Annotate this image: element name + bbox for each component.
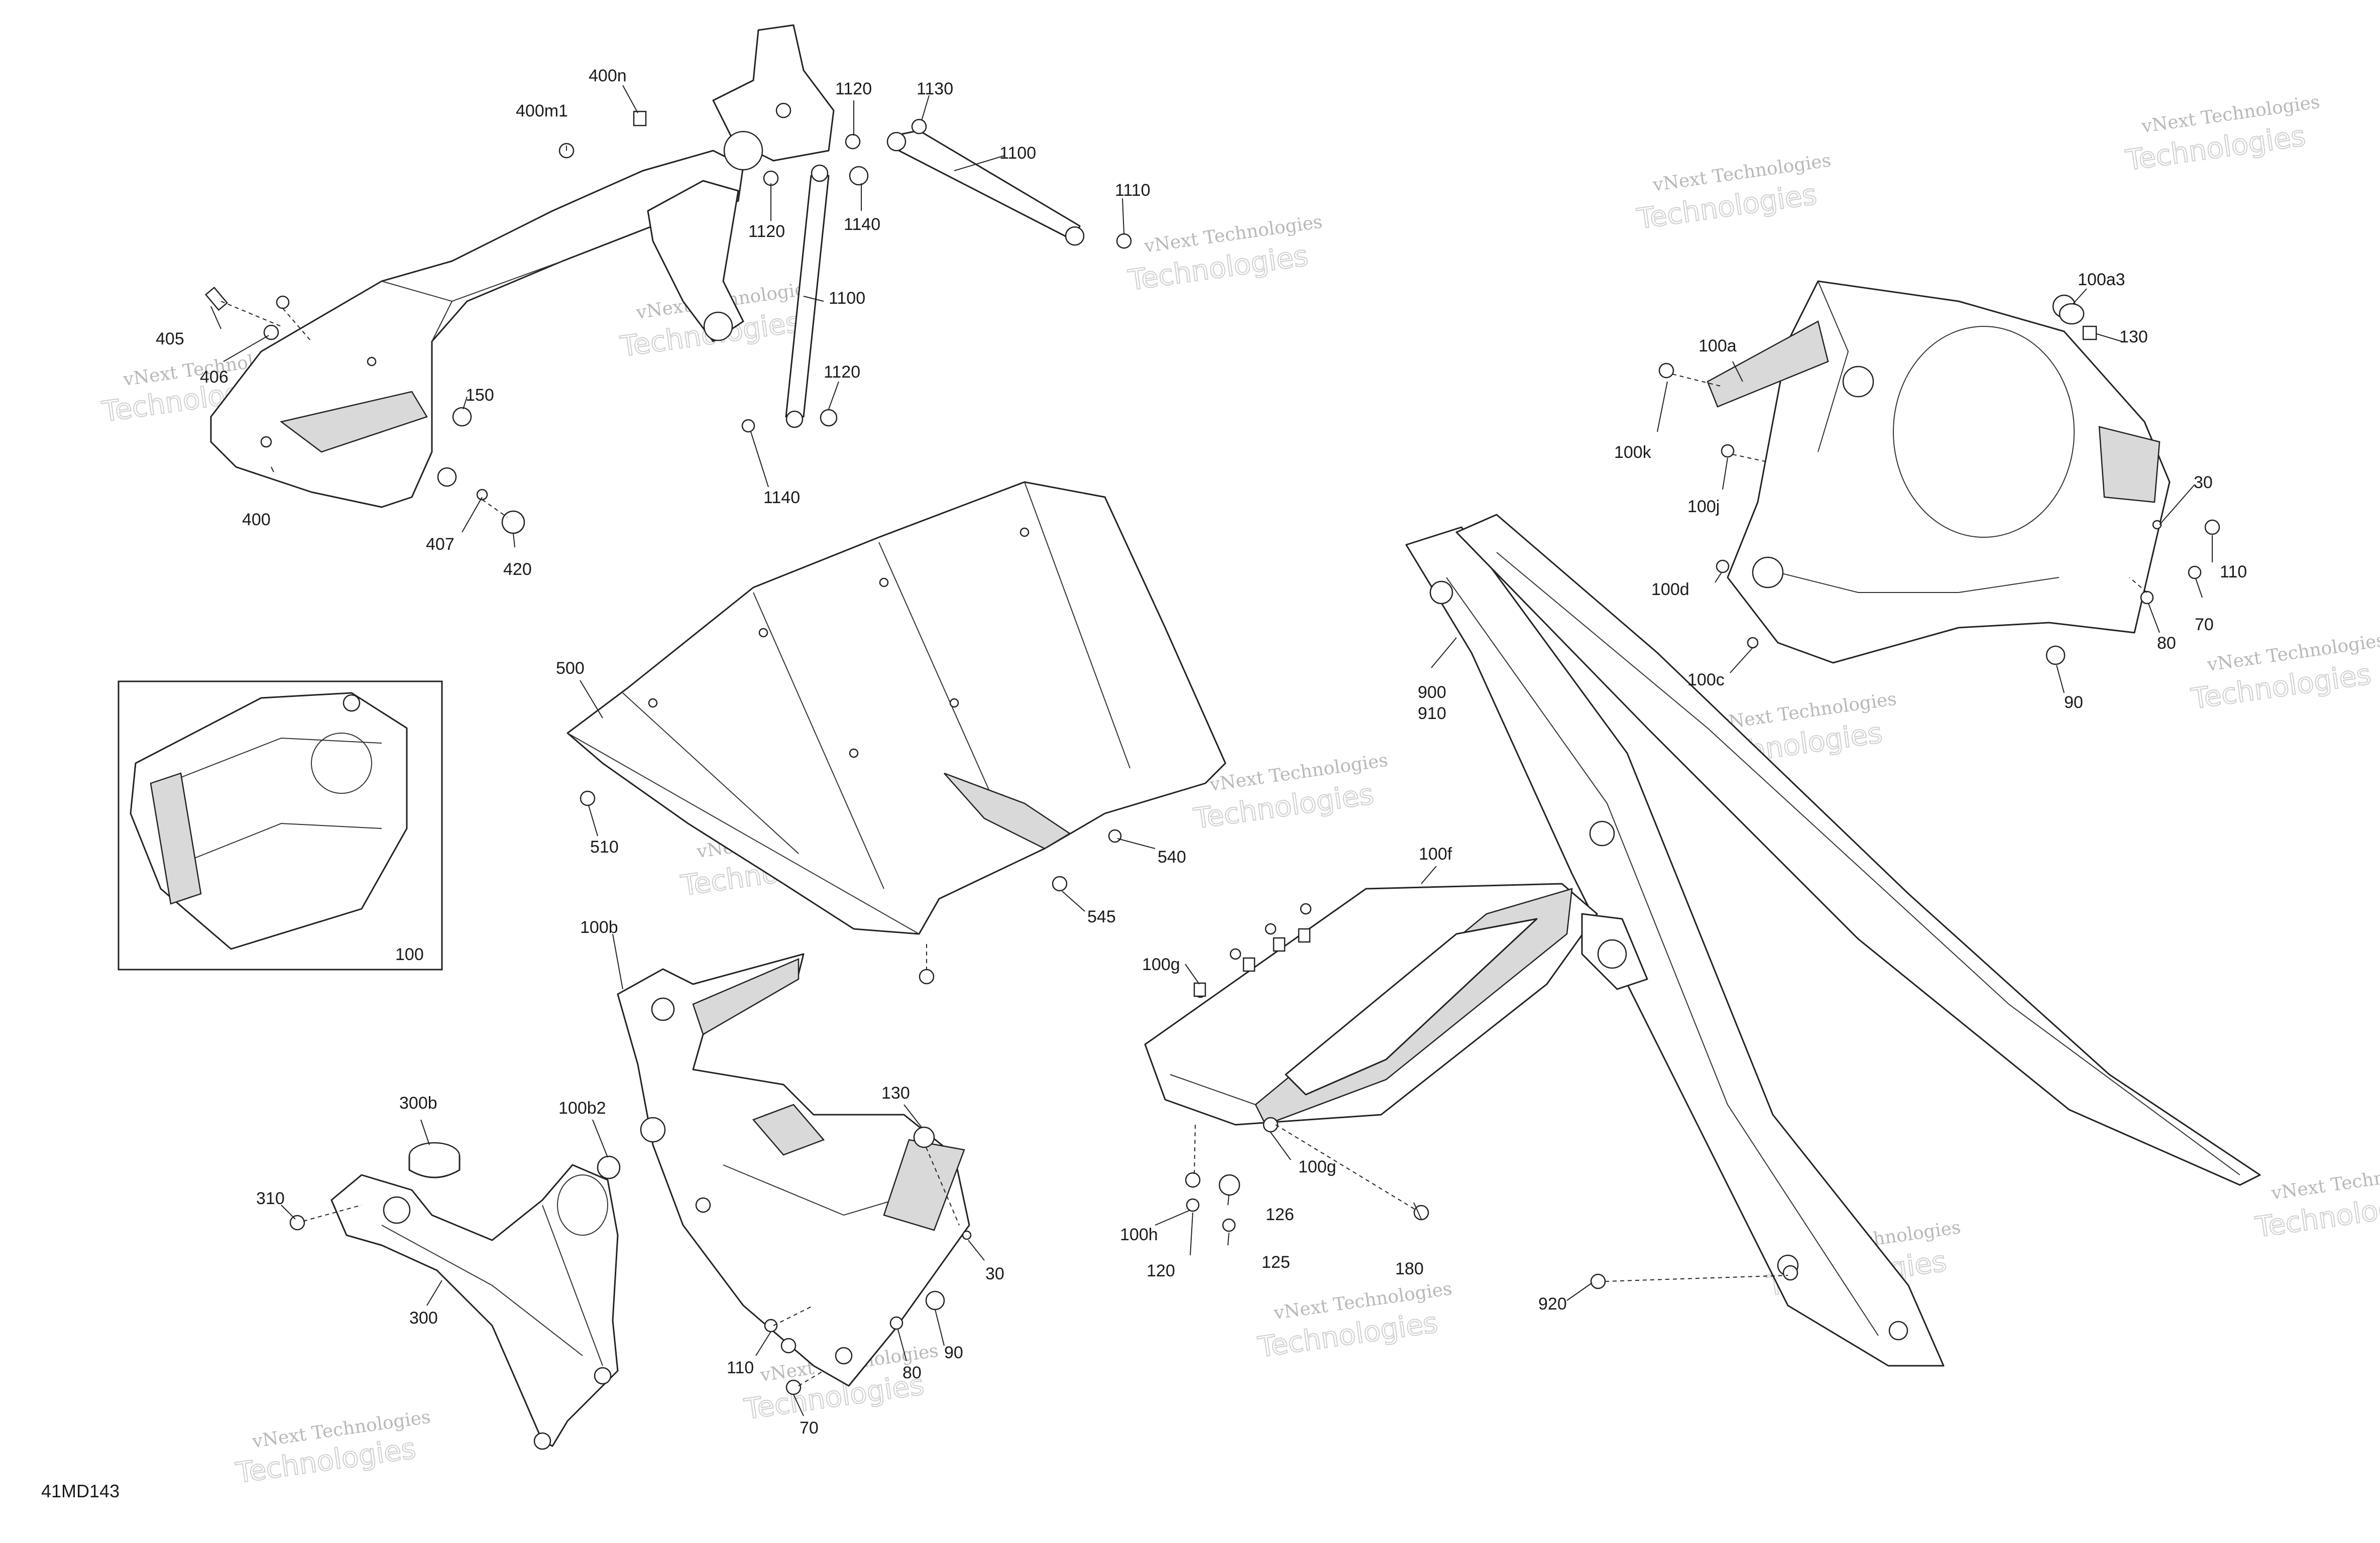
callout-100g: 100g <box>1298 1157 1336 1176</box>
callout-30: 30 <box>985 1264 1004 1283</box>
callout-1140: 1140 <box>763 488 800 507</box>
callout-80: 80 <box>2157 634 2176 653</box>
callout-150: 150 <box>466 386 494 405</box>
inset-label: 100 <box>395 945 424 964</box>
fasteners-side-bracket <box>597 1126 972 1395</box>
leaders-lower-arm <box>281 1119 442 1306</box>
leaders-skid-plate <box>1155 866 1437 1256</box>
callout-125: 125 <box>1262 1253 1290 1272</box>
leaders-side-bracket <box>592 933 985 1416</box>
callout-405: 405 <box>156 329 184 348</box>
callout-400m1: 400m1 <box>516 101 568 121</box>
callout-100a: 100a <box>1698 336 1737 355</box>
callout-400n: 400n <box>589 66 627 85</box>
leaders-side-rails <box>1431 637 1788 1301</box>
callout-110: 110 <box>727 1358 754 1377</box>
part-1100-upper-rod <box>886 130 1085 246</box>
document-id: 41MD143 <box>41 1481 120 1501</box>
callout-100a3: 100a3 <box>2078 270 2125 289</box>
fasteners-skid-plate <box>1185 928 1429 1232</box>
part-300-lower-arm <box>330 1164 619 1450</box>
callout-100c: 100c <box>1687 670 1725 689</box>
callout-180: 180 <box>1395 1259 1424 1278</box>
callout-406: 406 <box>200 368 229 387</box>
callout-510: 510 <box>590 838 619 857</box>
callout-30: 30 <box>2194 473 2213 492</box>
callout-100h: 100h <box>1120 1225 1158 1244</box>
callout-100b: 100b <box>580 918 618 937</box>
callout-120: 120 <box>1147 1261 1175 1280</box>
callout-300: 300 <box>409 1309 438 1328</box>
callout-1120: 1120 <box>835 79 872 98</box>
inset-frame-100: 100 <box>118 680 443 971</box>
callout-126: 126 <box>1266 1205 1294 1224</box>
callout-545: 545 <box>1087 907 1116 926</box>
callout-407: 407 <box>426 535 455 554</box>
part-100f-skid-plate <box>1144 883 1648 1126</box>
callout-1120: 1120 <box>824 363 860 382</box>
fasteners-front-frame <box>1658 303 2220 665</box>
callout-70: 70 <box>800 1418 819 1438</box>
part-300b-cap <box>289 1142 461 1231</box>
callout-130: 130 <box>881 1084 910 1103</box>
callout-1140: 1140 <box>844 215 880 234</box>
leaders-floor-panel <box>580 680 1156 969</box>
callout-1130: 1130 <box>917 79 953 98</box>
part-1100-lower-rod <box>785 164 830 428</box>
part-500-floor-panel <box>566 481 1226 985</box>
callout-100g: 100g <box>1142 955 1180 974</box>
callout-90: 90 <box>944 1343 963 1362</box>
callout-920: 920 <box>1538 1294 1567 1314</box>
callout-1120: 1120 <box>748 222 785 241</box>
callout-100k: 100k <box>1614 443 1652 462</box>
callout-100j: 100j <box>1687 497 1720 516</box>
callout-100b2: 100b2 <box>558 1099 606 1118</box>
callout-910: 910 <box>1418 704 1446 723</box>
callout-130: 130 <box>2119 327 2148 346</box>
callout-100d: 100d <box>1651 580 1689 599</box>
callout-540: 540 <box>1158 848 1186 867</box>
part-100a-front-frame <box>1707 280 2171 664</box>
part-900-910-side-rails <box>1405 514 2261 1367</box>
callout-100f: 100f <box>1419 845 1452 864</box>
callout-1110: 1110 <box>1115 181 1151 200</box>
callout-400: 400 <box>242 510 271 529</box>
callout-80: 80 <box>902 1363 922 1382</box>
callout-110: 110 <box>2220 562 2247 581</box>
part-100b-side-bracket <box>617 953 970 1387</box>
callout-labels: 400m1 400n 1120 1130 1100 1110 1120 1140… <box>156 66 2247 1438</box>
callout-90: 90 <box>2064 693 2083 712</box>
callout-1100: 1100 <box>829 289 865 308</box>
leaders-top-left <box>210 85 1124 548</box>
callout-300b: 300b <box>399 1094 437 1113</box>
callout-310: 310 <box>256 1189 285 1208</box>
part-400-upper-tube <box>210 24 835 508</box>
callout-70: 70 <box>2195 615 2214 634</box>
callout-420: 420 <box>503 560 532 579</box>
callout-1100: 1100 <box>999 144 1036 163</box>
callout-900: 900 <box>1418 683 1446 702</box>
leaders-front-frame <box>1657 288 2213 693</box>
callout-500: 500 <box>556 659 585 678</box>
fasteners-top-left <box>204 110 1132 534</box>
